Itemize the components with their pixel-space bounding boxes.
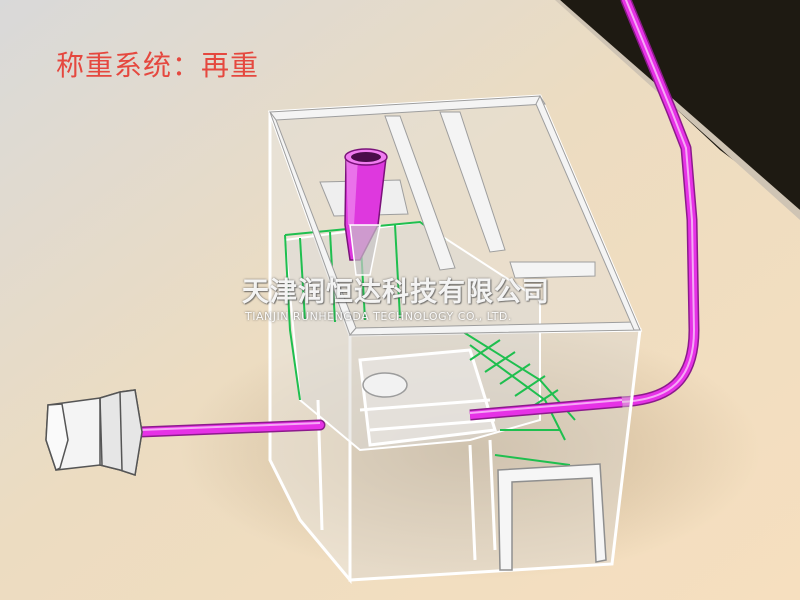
blower-pipe — [134, 396, 623, 438]
company-watermark-cn: 天津润恒达科技有限公司 — [242, 277, 550, 308]
top-frame — [269, 94, 641, 336]
inner-platform — [283, 220, 541, 452]
feed-pipe — [614, 0, 700, 408]
hopper — [344, 148, 388, 276]
diagram-title: 称重系统：再重 — [56, 49, 260, 82]
discharge-door — [497, 463, 607, 571]
floor-edge — [555, 0, 800, 220]
blower-unit — [45, 389, 143, 476]
company-watermark-en: TIANJIN RUNHENGDA TECHNOLOGY CO., LTD. — [245, 310, 512, 323]
